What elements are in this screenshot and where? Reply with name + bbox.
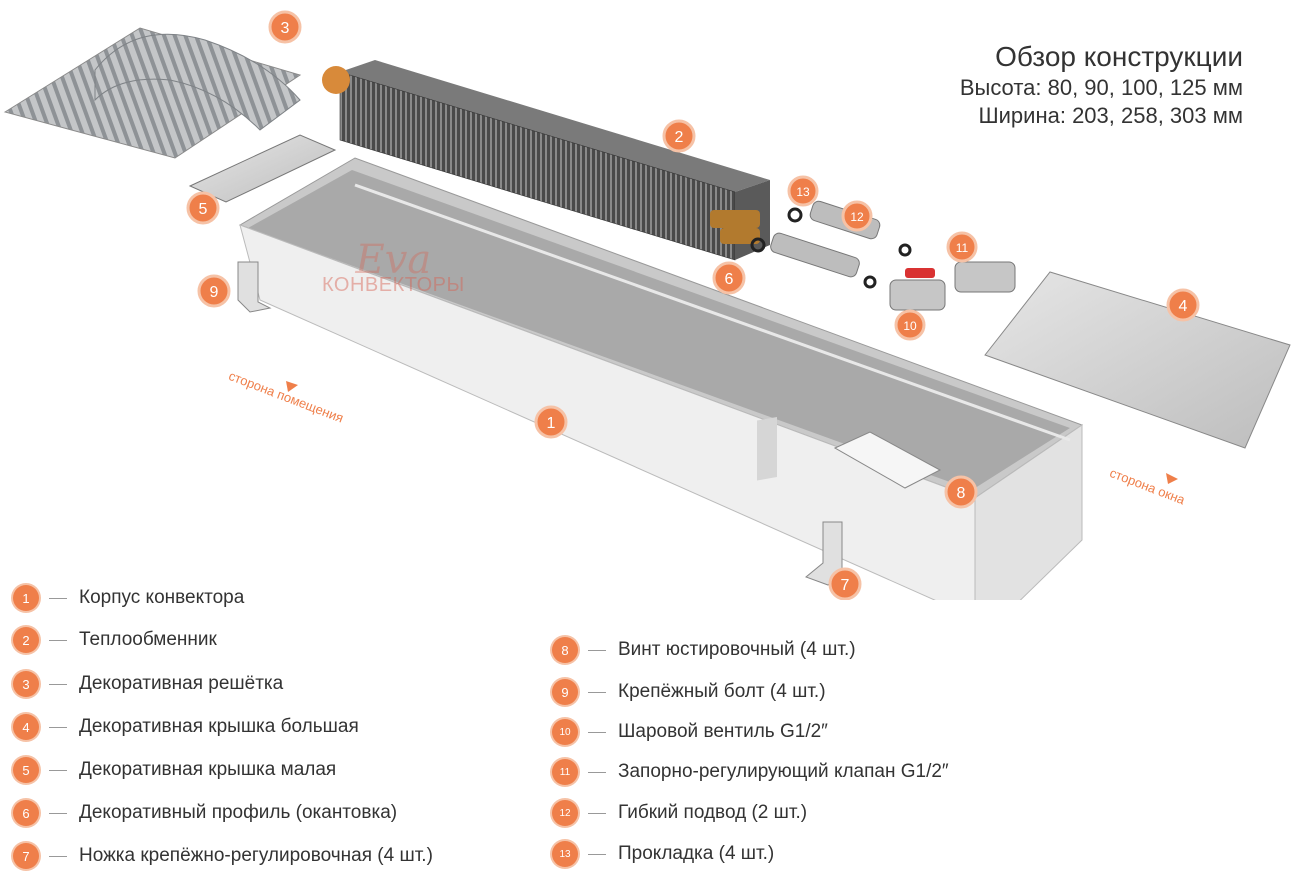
brand-logo-subtext: КОНВЕКТОРЫ (322, 274, 465, 296)
legend-connector (588, 731, 606, 733)
legend-label: Ножка крепёжно-регулировочная (4 шт.) (79, 845, 433, 866)
legend-connector (588, 771, 606, 773)
legend-label: Декоративная решётка (79, 673, 284, 694)
callout-13: 13 (787, 175, 819, 207)
exploded-view-illustration: 1 2 3 4 5 6 7 8 9 10 11 12 13 (3, 10, 1291, 600)
legend-label: Крепёжный болт (4 шт.) (618, 681, 826, 702)
svg-text:7: 7 (841, 577, 850, 594)
legend-number: 7 (13, 843, 39, 869)
legend-connector (49, 683, 67, 685)
heat-exchanger (322, 60, 770, 261)
callout-8: 8 (944, 475, 978, 509)
svg-text:9: 9 (210, 284, 219, 301)
callout-6: 6 (712, 261, 746, 295)
legend-item: 2 Теплообменник (13, 625, 217, 655)
legend-number: 10 (552, 719, 578, 745)
callout-10: 10 (894, 309, 926, 341)
legend-item: 12 Гибкий подвод (2 шт.) (552, 798, 807, 828)
mounting-legs (237, 261, 843, 586)
callout-4: 4 (1166, 288, 1200, 322)
svg-text:2: 2 (675, 129, 684, 146)
height-spec: Высота: 80, 90, 100, 125 мм (959, 75, 1243, 100)
legend-number: 9 (552, 679, 578, 705)
legend-label: Корпус конвектора (79, 587, 245, 608)
svg-text:11: 11 (956, 241, 969, 255)
legend-item: 1 Корпус конвектора (13, 583, 244, 613)
legend-item: 4 Декоративная крышка большая (13, 712, 359, 742)
connection-fittings (750, 200, 1016, 311)
legend-label: Гибкий подвод (2 шт.) (618, 802, 808, 823)
callout-5: 5 (186, 191, 220, 225)
legend-number: 5 (13, 757, 39, 783)
legend-number: 6 (13, 800, 39, 826)
window-side-arrow (1166, 473, 1178, 484)
legend-item: 7 Ножка крепёжно-регулировочная (4 шт.) (13, 841, 433, 871)
legend-number: 2 (13, 627, 39, 653)
legend-connector (49, 726, 67, 728)
room-side-arrow (286, 381, 298, 392)
svg-text:1: 1 (547, 415, 556, 432)
legend-label: Декоративная крышка малая (79, 759, 337, 780)
legend-label: Теплообменник (79, 629, 217, 650)
svg-text:8: 8 (957, 485, 966, 502)
installation-sticker (833, 431, 942, 489)
svg-text:3: 3 (281, 20, 290, 37)
large-decorative-lid (984, 271, 1291, 449)
legend-label: Прокладка (4 шт.) (618, 843, 775, 864)
legend-item: 5 Декоративная крышка малая (13, 755, 336, 785)
brand-watermark: Eva КОНВЕКТОРЫ (322, 240, 465, 297)
legend-item: 9 Крепёжный болт (4 шт.) (552, 677, 826, 707)
legend-connector (588, 649, 606, 651)
legend-number: 12 (552, 800, 578, 826)
legend-number: 4 (13, 714, 39, 740)
legend-number: 1 (13, 585, 39, 611)
legend-label: Запорно-регулирующий клапан G1/2″ (618, 761, 949, 782)
legend-connector (588, 853, 606, 855)
callout-1: 1 (534, 405, 568, 439)
convector-body (238, 157, 1084, 600)
callout-2: 2 (662, 119, 696, 153)
legend-item: 13 Прокладка (4 шт.) (552, 839, 774, 869)
svg-text:6: 6 (725, 271, 734, 288)
width-spec: Ширина: 203, 258, 303 мм (978, 103, 1243, 128)
callout-12: 12 (841, 200, 873, 232)
legend-connector (49, 769, 67, 771)
callout-3: 3 (268, 10, 302, 44)
legend-item: 11 Запорно-регулирующий клапан G1/2″ (552, 757, 949, 787)
svg-text:5: 5 (199, 201, 208, 218)
legend-connector (49, 812, 67, 814)
legend-number: 8 (552, 637, 578, 663)
callout-9: 9 (197, 274, 231, 308)
legend-item: 10 Шаровой вентиль G1/2″ (552, 717, 828, 747)
legend-number: 13 (552, 841, 578, 867)
page-title: Обзор конструкции (995, 41, 1243, 72)
legend-label: Декоративная крышка большая (79, 716, 359, 737)
callout-7: 7 (828, 567, 862, 600)
legend-connector (49, 855, 67, 857)
legend-label: Декоративный профиль (окантовка) (79, 802, 398, 823)
legend-label: Винт юстировочный (4 шт.) (618, 639, 856, 660)
legend-item: 8 Винт юстировочный (4 шт.) (552, 635, 856, 665)
callout-11: 11 (946, 231, 978, 263)
svg-text:10: 10 (903, 319, 917, 333)
legend-label: Шаровой вентиль G1/2″ (618, 721, 828, 742)
decorative-grille (3, 27, 302, 159)
svg-text:13: 13 (796, 185, 810, 199)
legend-connector (49, 639, 67, 641)
legend-connector (588, 812, 606, 814)
svg-text:12: 12 (850, 210, 864, 224)
legend-connector (49, 597, 67, 599)
legend-item: 3 Декоративная решётка (13, 669, 283, 699)
brand-logo-text: Eva (355, 237, 432, 283)
legend-number: 11 (552, 759, 578, 785)
svg-text:4: 4 (1179, 298, 1188, 315)
spec-header: Обзор конструкции Высота: 80, 90, 100, 1… (960, 40, 1243, 130)
legend-item: 6 Декоративный профиль (окантовка) (13, 798, 397, 828)
legend-connector (588, 691, 606, 693)
legend-number: 3 (13, 671, 39, 697)
